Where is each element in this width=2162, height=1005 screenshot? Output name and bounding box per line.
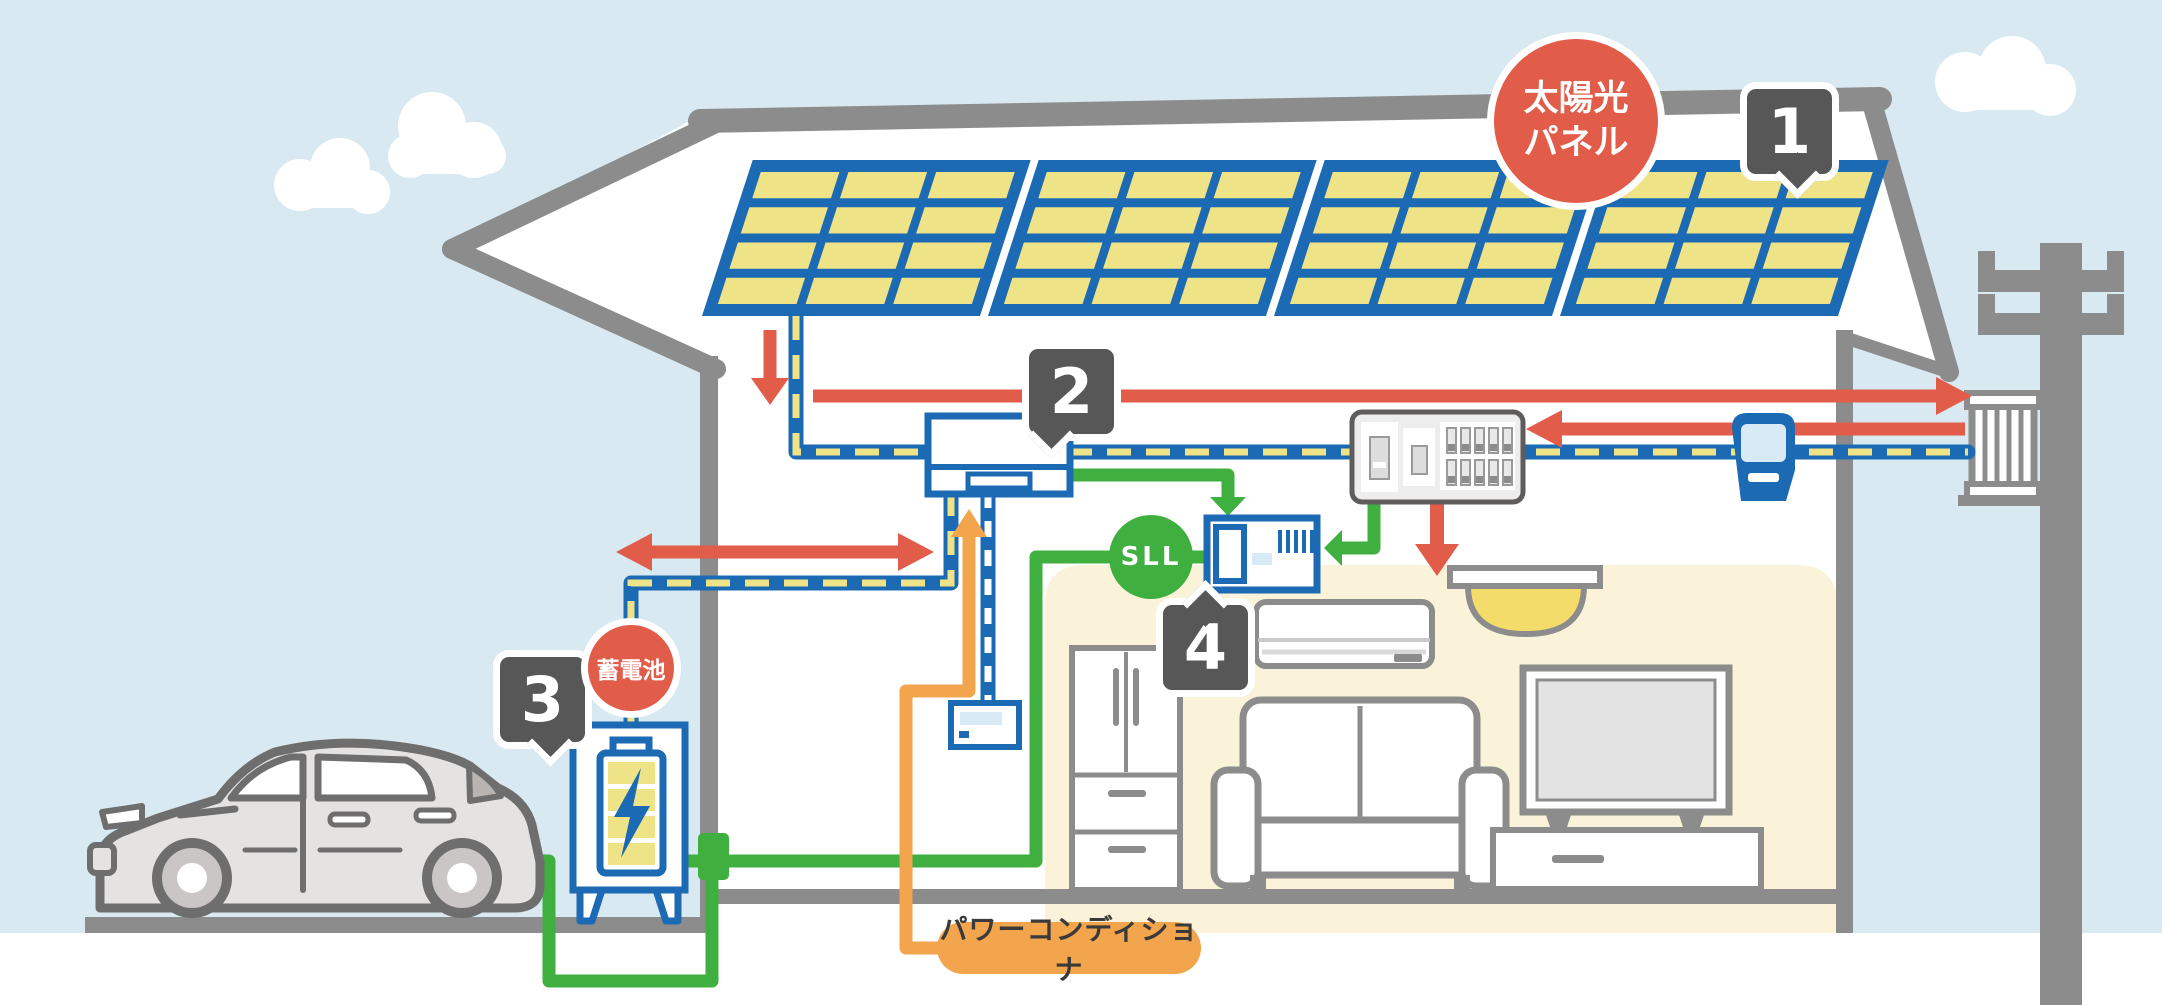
cloud-icon <box>274 138 390 214</box>
solar-panel-cell <box>1038 172 1126 199</box>
sofa <box>1210 696 1510 890</box>
solar-panel-cell <box>1026 207 1115 234</box>
badge-1-number: 1 <box>1767 94 1812 168</box>
car-wheel <box>422 838 502 918</box>
badge-2-number: 2 <box>1049 354 1094 428</box>
solar-panel-cell <box>1400 207 1488 234</box>
solar-panel-cell <box>1663 277 1751 304</box>
red-arrow-battery-conditioner <box>616 533 934 571</box>
sll-label-text: SLL <box>1120 542 1182 572</box>
badge-3-number: 3 <box>520 662 565 736</box>
solar-panel-cell <box>1202 207 1290 234</box>
solar-panel-cell <box>1411 172 1500 199</box>
ceiling-light <box>1447 565 1603 638</box>
solar-panel-cell <box>1587 242 1675 269</box>
smart-meter <box>1732 413 1795 501</box>
solar-panel-label: 太陽光 パネル <box>1487 32 1665 210</box>
solar-panel-cell <box>839 172 928 199</box>
remote-monitor <box>948 700 1022 750</box>
solar-panel-cell <box>1312 207 1401 234</box>
green-arrow-conditioner-to-sll-unit <box>1061 468 1246 516</box>
power-conditioner-label: パワーコンディショナ <box>937 913 1201 986</box>
solar-panel-cell <box>1179 277 1267 304</box>
solar-panel-cell <box>1751 277 1839 304</box>
cloud-icon <box>1935 36 2076 116</box>
distribution-board <box>1349 409 1526 505</box>
battery-label-text: 蓄電池 <box>596 658 666 684</box>
solar-panel-cell <box>1324 172 1412 199</box>
roof <box>442 87 1959 382</box>
solar-panel-cell <box>1675 242 1763 269</box>
solar-panel-cell <box>717 277 806 304</box>
car-wheel <box>152 838 232 918</box>
solar-panel-cell <box>927 172 1015 199</box>
solar-panel-cell <box>1003 277 1092 304</box>
solar-panel-cell <box>1103 242 1191 269</box>
solar-panel-cell <box>904 242 992 269</box>
solar-panel-cell <box>740 207 829 234</box>
solar-panel-cell <box>1686 207 1774 234</box>
solar-panel-group <box>988 160 1317 316</box>
solar-panel-cell <box>1377 277 1465 304</box>
television <box>1519 664 1733 830</box>
red-arrow-sell-to-grid <box>813 377 1972 415</box>
wall-charging-connector <box>698 833 729 880</box>
badge-2: 2 <box>1022 342 1121 441</box>
road-line <box>85 917 718 933</box>
solar-panel-cell <box>1091 277 1179 304</box>
solar-panel-cell <box>1575 277 1664 304</box>
left-wall <box>700 356 718 933</box>
breaker-switches <box>1446 427 1513 486</box>
air-conditioner <box>1253 599 1435 669</box>
badge-4-number: 4 <box>1183 610 1228 684</box>
solar-panel-cell <box>1301 242 1389 269</box>
cable-solar-to-conditioner <box>788 308 938 460</box>
cloud-icon <box>388 92 506 178</box>
storage-battery-unit <box>569 721 689 925</box>
solar-panel-cell <box>729 242 817 269</box>
solar-panel-cell <box>1190 242 1278 269</box>
sll-label: SLL <box>1109 515 1193 599</box>
badge-3: 3 <box>493 650 592 749</box>
solar-panel-label-line1: 太陽光 <box>1523 79 1629 119</box>
interior-floor-line <box>718 889 1837 904</box>
tv-stand <box>1490 827 1764 892</box>
solar-panel-group <box>702 160 1031 316</box>
solar-panel-cell <box>1289 277 1378 304</box>
solar-panel-cell <box>1598 207 1687 234</box>
solar-panel-label-line2: パネル <box>1523 123 1629 163</box>
solar-panel-cell <box>828 207 916 234</box>
solar-panel-cell <box>1465 277 1553 304</box>
solar-panel-cell <box>1125 172 1214 199</box>
solar-panel-cell <box>1389 242 1477 269</box>
solar-panel-cell <box>893 277 981 304</box>
ev-car <box>87 738 545 918</box>
solar-panel-cell <box>1488 207 1576 234</box>
solar-panel-cell <box>1476 242 1564 269</box>
red-arrow-board-to-room <box>1415 502 1459 576</box>
solar-panel-cell <box>817 242 905 269</box>
right-wall <box>1836 330 1853 933</box>
red-arrow-solar-down <box>751 330 789 405</box>
sll-breaker-unit <box>1203 514 1321 594</box>
green-arrow-board-to-sll-unit <box>1324 495 1381 566</box>
solar-panel-cell <box>916 207 1004 234</box>
solar-panel-cell <box>1774 207 1862 234</box>
utility-pole <box>1978 243 2124 1005</box>
solar-panel-cell <box>1213 172 1301 199</box>
battery-icon <box>596 736 667 877</box>
power-conditioner-unit <box>924 412 1074 498</box>
orange-line-conditioner-label <box>899 509 987 955</box>
pole-transformer <box>1958 390 2046 506</box>
solar-panel-cell <box>1762 242 1850 269</box>
power-conditioner-label-text: パワーコンディショナ <box>939 913 1199 986</box>
solar-panel-cell <box>805 277 893 304</box>
badge-1: 1 <box>1740 82 1839 181</box>
solar-panel-cell <box>1114 207 1202 234</box>
battery-label: 蓄電池 <box>581 618 681 718</box>
badge-4: 4 <box>1156 598 1255 697</box>
solar-panel-cell <box>1015 242 1103 269</box>
solar-panel-cell <box>752 172 840 199</box>
lightning-icon <box>614 768 650 858</box>
